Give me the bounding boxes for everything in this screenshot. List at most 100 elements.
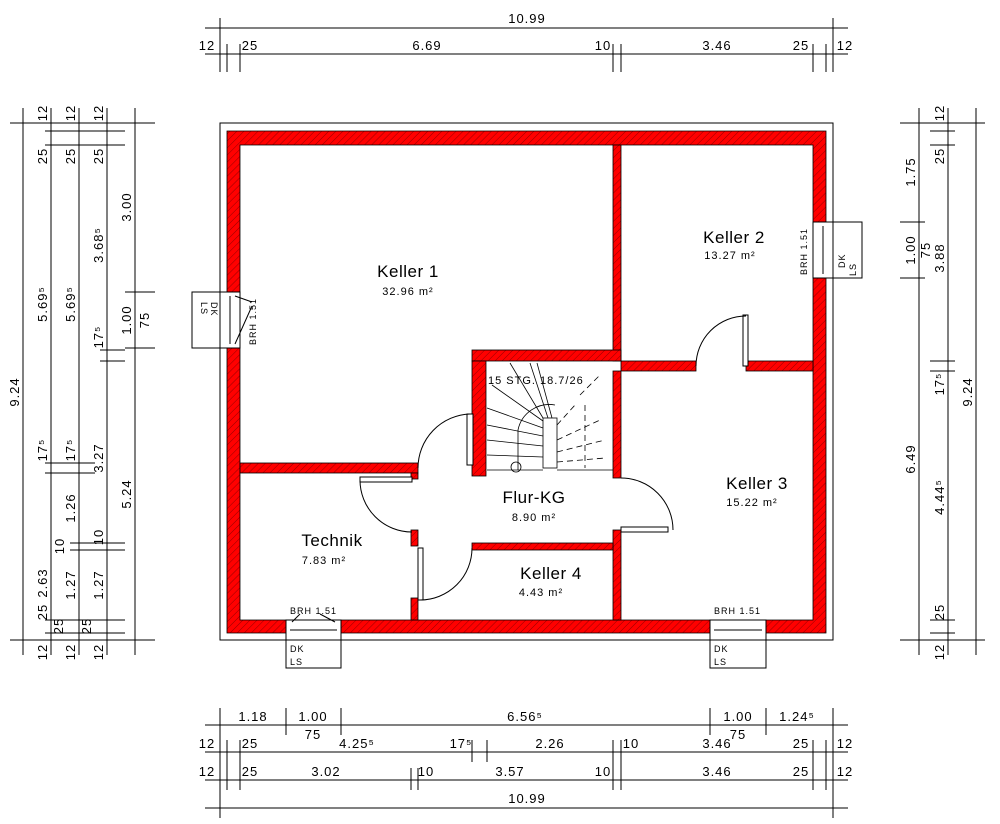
sill-height-label: BRH 1.51	[290, 606, 337, 616]
doors	[359, 314, 749, 601]
window-bottom-left: DK LS BRH 1.51	[285, 606, 342, 669]
shutter-label: LS	[290, 657, 303, 667]
dim-text: 3.27	[91, 443, 106, 472]
dim-text: 25	[793, 38, 809, 53]
dim-text: 10	[595, 764, 611, 779]
window-bottom-right: DK LS BRH 1.51	[709, 606, 767, 669]
dim-text: 1.75	[903, 157, 918, 186]
sill-height-label: BRH 1.51	[799, 228, 809, 275]
dim-text: 17⁵	[450, 736, 473, 751]
room-area: 8.90 m²	[512, 512, 556, 524]
dim-text: 75	[730, 727, 746, 742]
window-type-label: DK	[714, 644, 729, 654]
room-name: Flur-KG	[503, 488, 566, 507]
dim-text: 25	[242, 764, 258, 779]
dim-text: 12	[35, 644, 50, 660]
room-name: Keller 2	[703, 228, 765, 247]
dim-text: 5.69⁵	[35, 286, 50, 322]
room-labels: Keller 1 32.96 m² Keller 2 13.27 m² Kell…	[301, 228, 787, 599]
dim-text: 25	[91, 148, 106, 164]
room-name: Keller 3	[726, 474, 788, 493]
door-keller-3	[620, 477, 674, 533]
interior-walls	[239, 144, 814, 621]
shutter-label: LS	[714, 657, 727, 667]
dim-text: 10	[418, 764, 434, 779]
dim-text: 17⁵	[932, 373, 947, 396]
staircase	[486, 362, 613, 473]
dim-text: 10	[52, 538, 67, 554]
dim-text: 10.99	[508, 791, 546, 806]
dim-text: 1.00	[723, 709, 752, 724]
room-area: 7.83 m²	[302, 555, 346, 567]
dim-text: 25	[63, 148, 78, 164]
dim-text: 6.49	[903, 444, 918, 473]
dim-text: 1.27	[91, 570, 106, 599]
room-area: 4.43 m²	[519, 587, 563, 599]
dim-text: 3.57	[495, 764, 524, 779]
dim-text: 10	[623, 736, 639, 751]
window-left: LS DK BRH 1.51	[191, 291, 258, 349]
dim-text: 17⁵	[91, 326, 106, 349]
door-keller-4	[417, 547, 473, 601]
room-area: 13.27 m²	[704, 250, 755, 262]
dim-text: 25	[793, 736, 809, 751]
dim-text: 5.24	[119, 479, 134, 508]
dim-text: 1.18	[238, 709, 267, 724]
window-type-label: DK	[290, 644, 305, 654]
dim-text: 1.27	[63, 570, 78, 599]
dim-text: 2.63	[35, 568, 50, 597]
room-name: Keller 1	[377, 262, 439, 281]
sill-height-label: BRH 1.51	[714, 606, 761, 616]
room-area: 32.96 m²	[382, 286, 433, 298]
dim-text: 25	[51, 618, 66, 634]
dim-text: 12	[91, 105, 106, 121]
dim-text: 25	[793, 764, 809, 779]
dim-text: 17⁵	[63, 439, 78, 462]
dim-text: 12	[837, 764, 853, 779]
dim-text: 25	[35, 604, 50, 620]
room-name: Technik	[301, 531, 362, 550]
outer-outline	[219, 122, 834, 641]
dim-text: 25	[35, 148, 50, 164]
dim-text: 12	[932, 644, 947, 660]
stair-label: 15 STG. 18.7/26	[488, 375, 584, 387]
shutter-label: LS	[199, 302, 209, 315]
dim-text: 12	[837, 38, 853, 53]
door-technik	[359, 476, 413, 533]
dim-text: 1.00	[903, 235, 918, 264]
dim-text: 12	[199, 736, 215, 751]
room-name: Keller 4	[520, 564, 582, 583]
door-keller-2	[695, 314, 749, 367]
dim-text: 1.26	[63, 493, 78, 522]
dim-text: 12	[35, 105, 50, 121]
dim-text: 17⁵	[35, 439, 50, 462]
dim-text: 9.24	[960, 377, 975, 406]
window-right: DK LS BRH 1.51	[799, 221, 863, 279]
dim-text: 12	[199, 38, 215, 53]
dim-text: 6.69	[412, 38, 441, 53]
dim-text: 3.46	[702, 764, 731, 779]
dim-text: 4.25⁵	[339, 736, 375, 751]
dim-text: 3.88	[932, 243, 947, 272]
left-dimensions: 9.24 12 25 5.69⁵ 17⁵ 2.63 25 12 12 25 5.…	[7, 105, 152, 660]
dim-text: 75	[305, 727, 321, 742]
dim-text: 3.02	[311, 764, 340, 779]
dim-text: 12	[63, 644, 78, 660]
dim-text: 12	[837, 736, 853, 751]
dim-text: 12	[91, 644, 106, 660]
dim-text: 25	[242, 38, 258, 53]
dim-text: 12	[932, 105, 947, 121]
bottom-dimensions: 1.18 1.00 75 6.56⁵ 1.00 75 1.24⁵ 12 25 4…	[199, 709, 853, 806]
dim-text: 1.00	[119, 305, 134, 334]
dim-text: 3.46	[702, 736, 731, 751]
dim-text: 25	[932, 148, 947, 164]
dim-text: 10.99	[508, 11, 546, 26]
dim-text: 3.00	[119, 192, 134, 221]
dim-text: 12	[199, 764, 215, 779]
dimension-lines	[10, 18, 985, 818]
dim-text: 3.46	[702, 38, 731, 53]
dim-text: 75	[137, 312, 152, 328]
dim-text: 10	[91, 529, 106, 545]
